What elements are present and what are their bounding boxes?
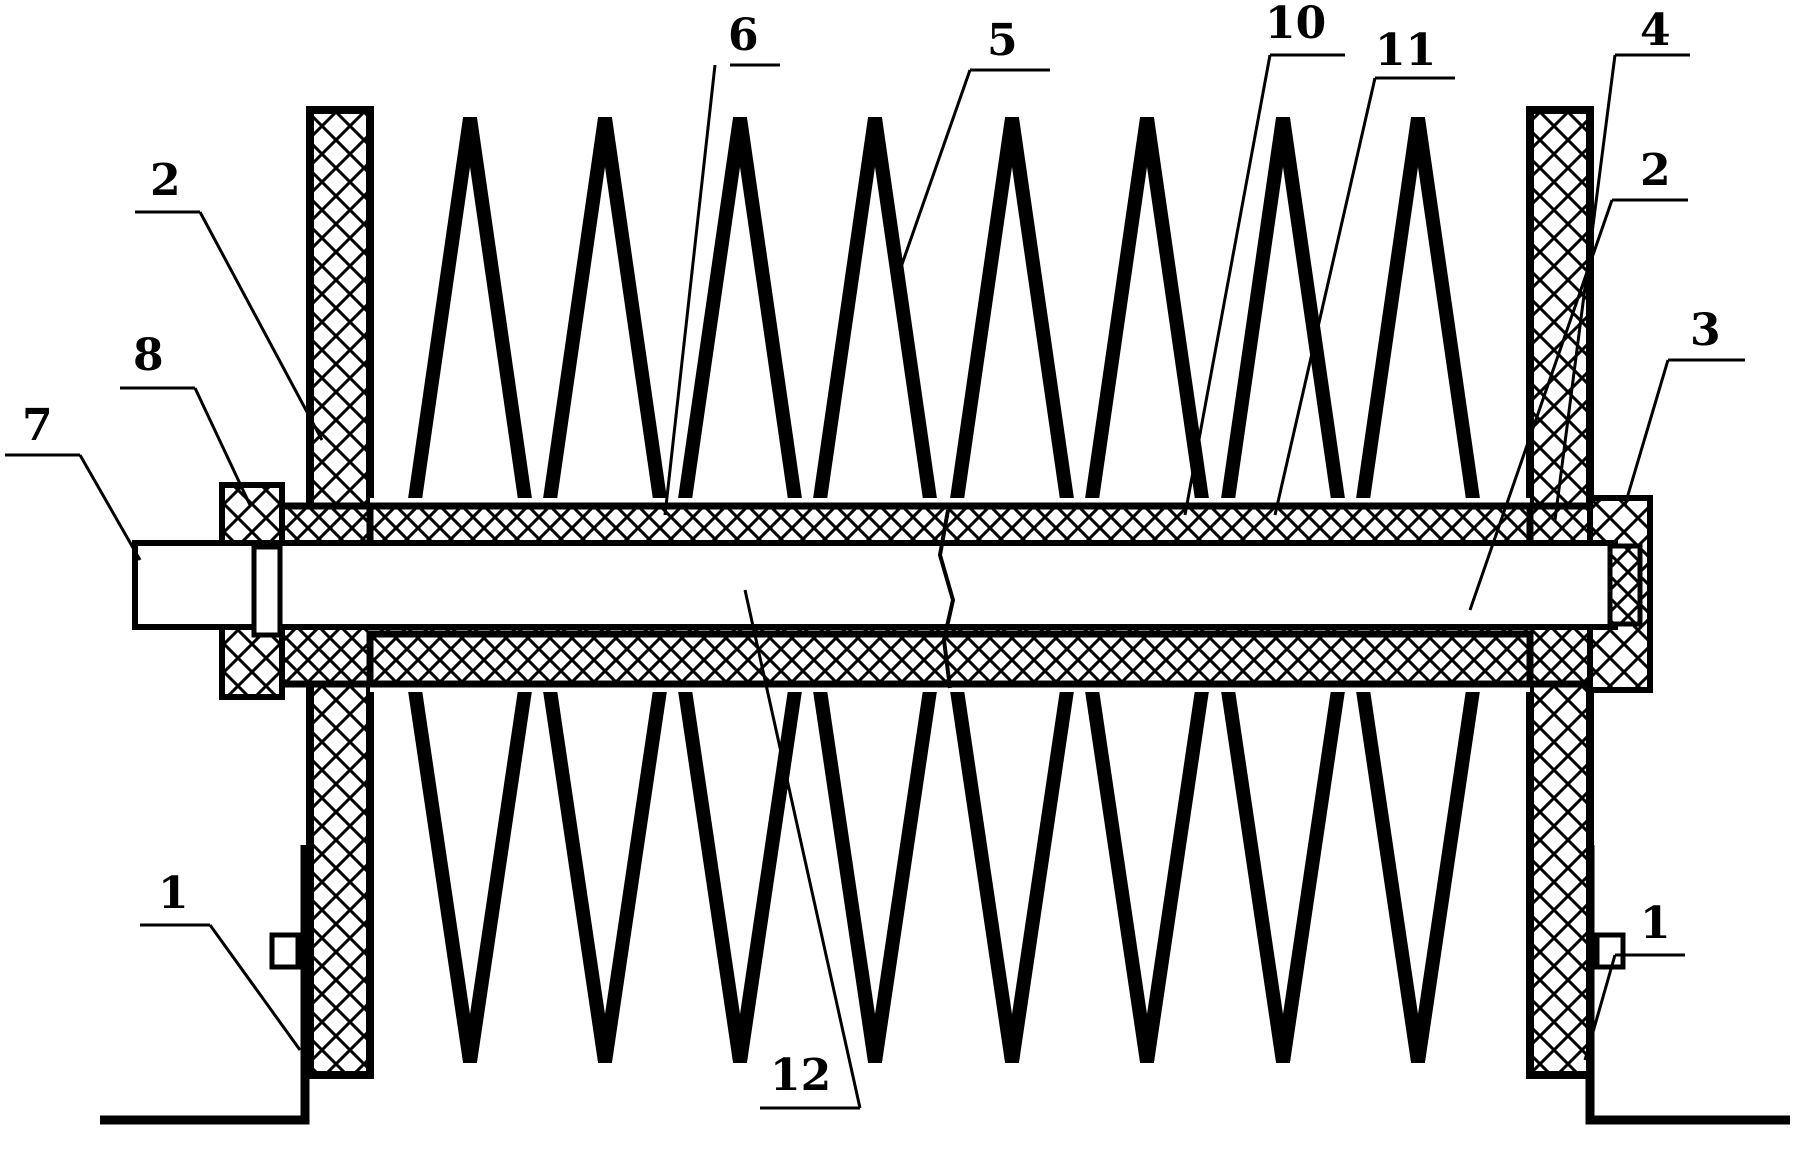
blade-upper-1 [403, 117, 537, 527]
blade-upper-5 [945, 117, 1079, 527]
blade-upper-7 [1216, 117, 1350, 527]
blade-lower-1 [403, 663, 537, 1064]
label-4: 4 [1640, 5, 1671, 56]
blade-upper-4 [808, 117, 942, 527]
label-7: 7 [22, 400, 53, 451]
label-5: 5 [987, 15, 1018, 66]
label-3: 3 [1690, 305, 1721, 356]
blade-upper-2 [538, 117, 672, 527]
blade-lower-5 [945, 663, 1079, 1064]
label-6: 6 [728, 10, 759, 61]
left-base-bracket [100, 845, 310, 1125]
blade-lower-2 [538, 663, 672, 1064]
blade-lower-6 [1080, 663, 1214, 1064]
blade-lower-3 [673, 663, 807, 1064]
blade-upper-3 [673, 117, 807, 527]
blade-upper-6 [1080, 117, 1214, 527]
label-1-right: 1 [1640, 898, 1671, 949]
central-shaft [132, 540, 1618, 630]
blade-lower-4 [808, 663, 942, 1064]
label-11: 11 [1375, 25, 1436, 76]
label-2-right: 2 [1640, 145, 1671, 196]
shaft-collar [251, 544, 283, 638]
label-8: 8 [133, 330, 164, 381]
label-2-left: 2 [150, 155, 181, 206]
label-12: 12 [770, 1050, 831, 1101]
blade-upper-8 [1351, 117, 1485, 527]
blade-lower-7 [1216, 663, 1350, 1064]
break-line [937, 509, 956, 689]
label-10: 10 [1265, 0, 1326, 49]
blade-lower-8 [1351, 663, 1485, 1064]
right-base-bracket [1585, 845, 1790, 1125]
label-1-left: 1 [158, 868, 189, 919]
leader-lines [5, 53, 1745, 1110]
